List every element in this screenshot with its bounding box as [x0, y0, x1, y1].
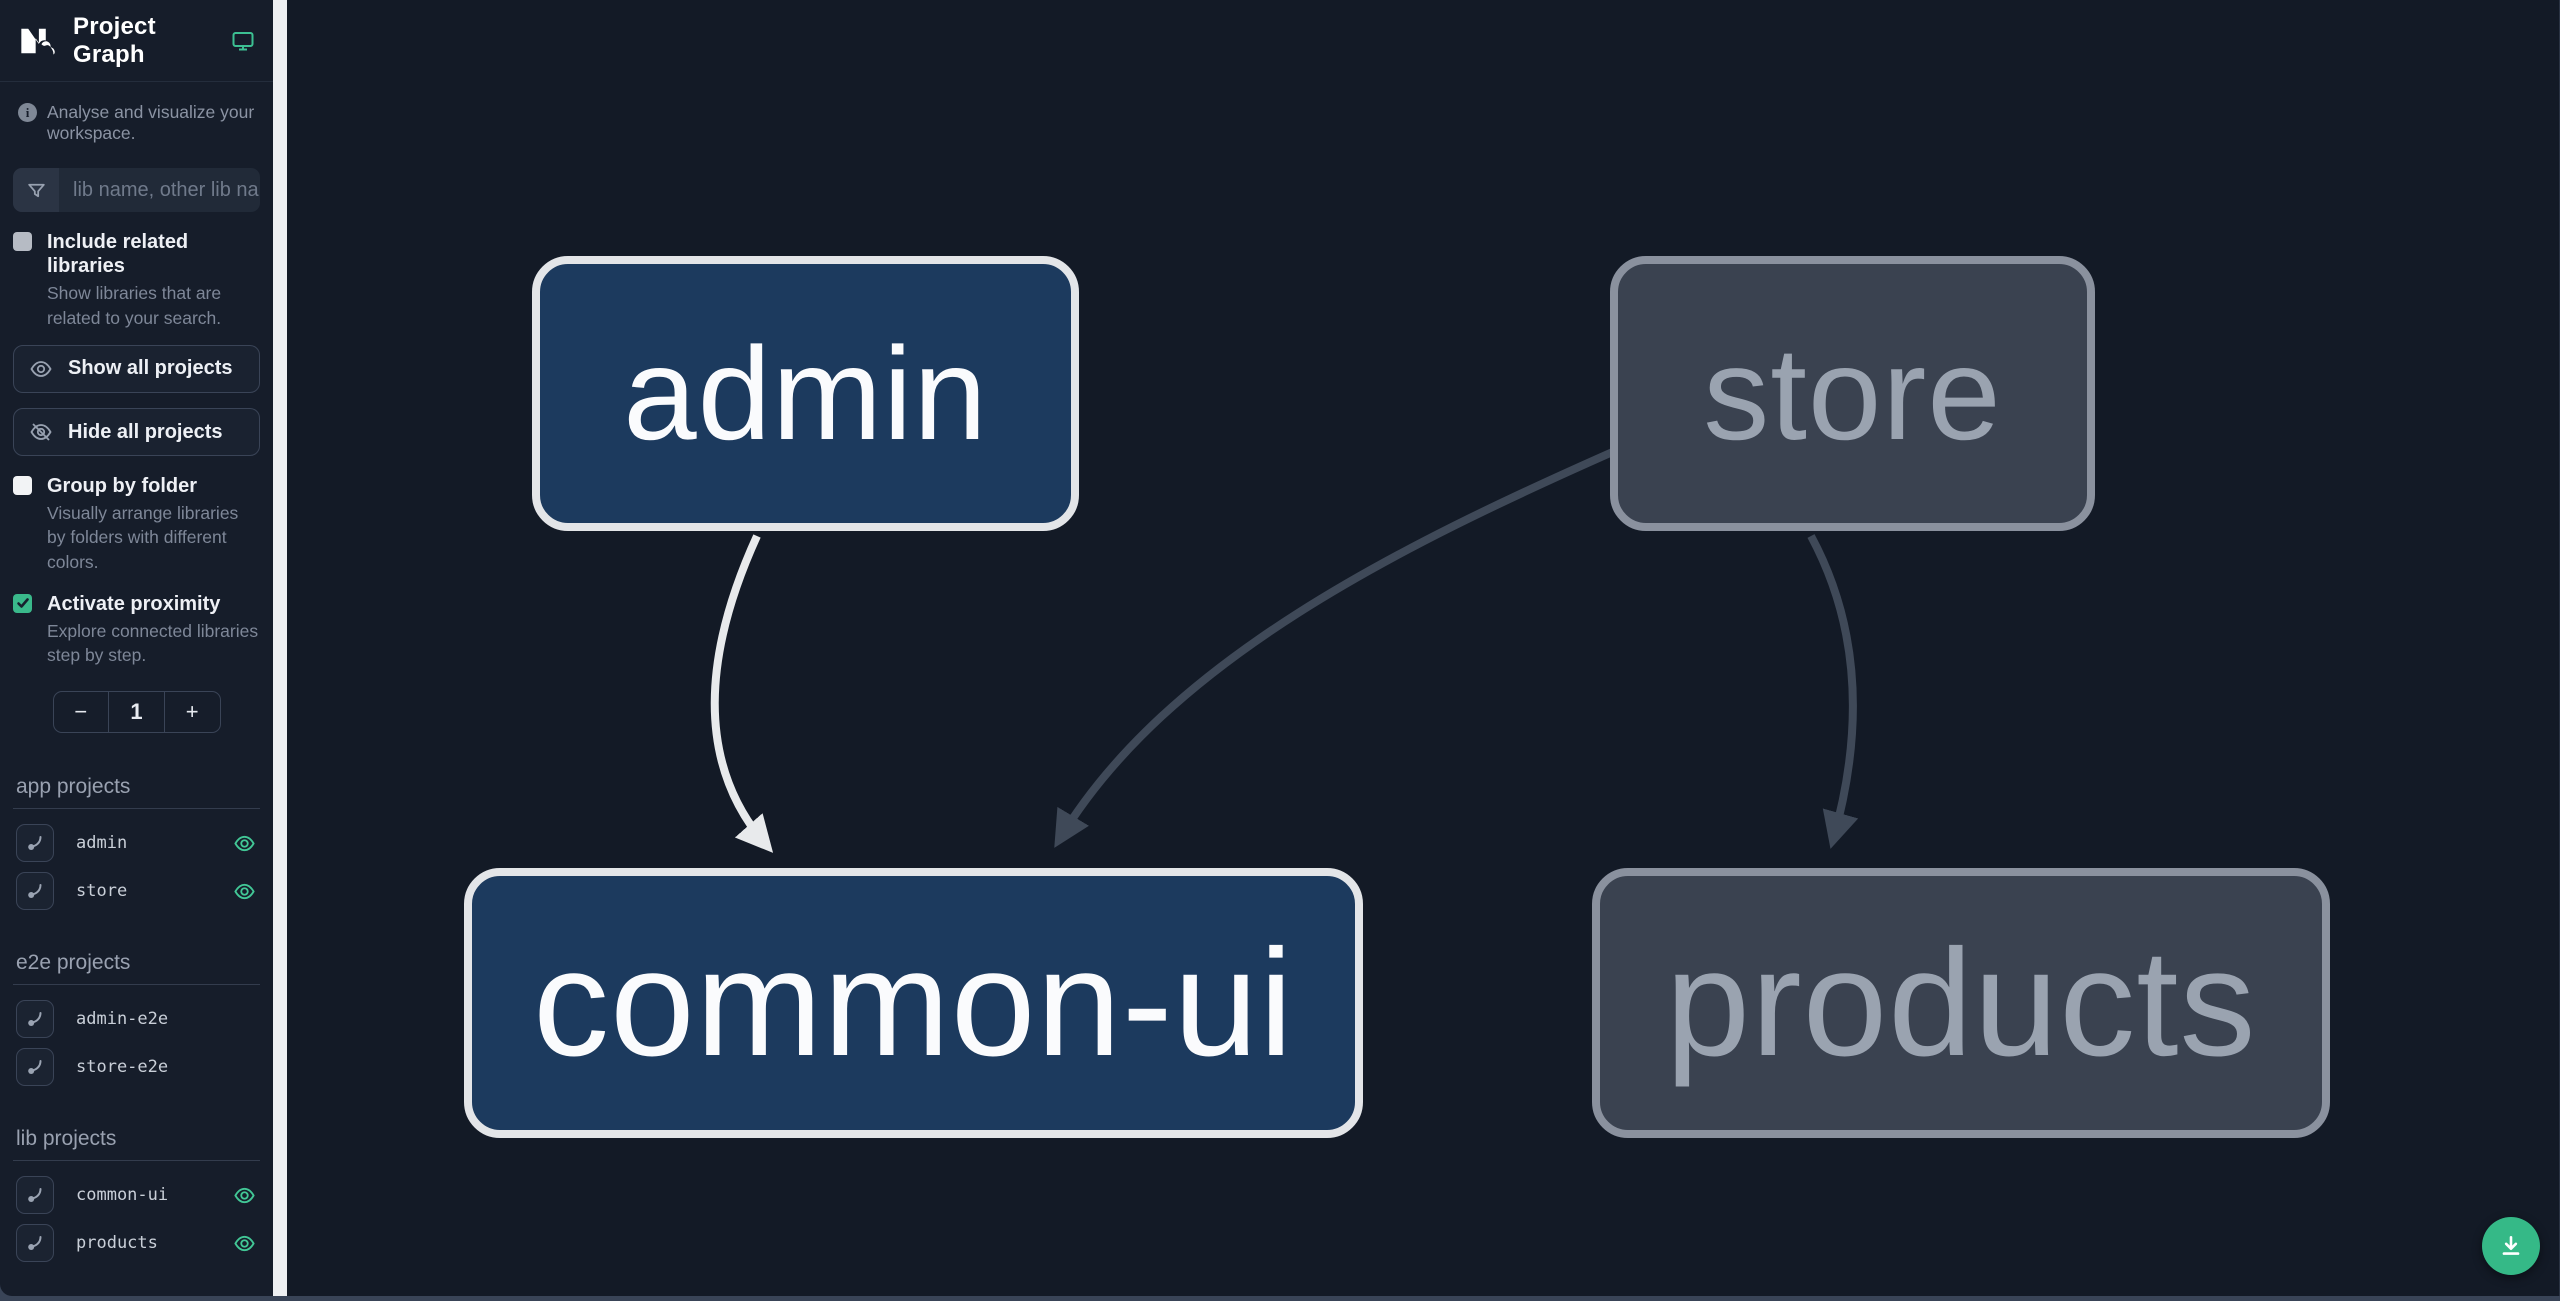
graph-node-label: common-ui: [533, 917, 1294, 1088]
focus-project-button[interactable]: [16, 824, 54, 863]
focus-project-button[interactable]: [16, 1176, 54, 1215]
project-section: lib projects common-ui products: [0, 1127, 273, 1267]
show-all-projects-button[interactable]: Show all projects: [13, 344, 260, 393]
option-activate-proximity: Activate proximity Explore connected lib…: [13, 592, 260, 667]
search-box: [13, 168, 260, 213]
project-name: store: [76, 881, 128, 902]
section-title: app projects: [13, 775, 260, 810]
section-title: lib projects: [13, 1127, 260, 1162]
project-row: store: [13, 867, 260, 915]
graph-node-common-ui[interactable]: common-ui: [464, 868, 1363, 1138]
dependency-edges: [710, 446, 1859, 853]
sidebar-resizer-handle[interactable]: [273, 0, 287, 1296]
proximity-value: 1: [108, 692, 165, 733]
save-graph-image-button[interactable]: [2482, 1217, 2540, 1275]
section-title: e2e projects: [13, 951, 260, 986]
eye-icon: [29, 357, 53, 381]
project-section: e2e projects admin-e2e store-e2e: [0, 951, 273, 1091]
option-label: Activate proximity: [47, 592, 221, 615]
dependency-edge-store-to-products: [1807, 534, 1859, 849]
focus-project-icon: [25, 1009, 45, 1029]
graph-node-label: admin: [623, 320, 988, 467]
focus-project-button[interactable]: [16, 1048, 54, 1087]
option-group-by-folder: Group by folder Visually arrange librari…: [13, 474, 260, 573]
dependency-edge-admin-to-common-ui: [710, 534, 774, 853]
project-name: admin-e2e: [76, 1009, 169, 1030]
project-row: common-ui: [13, 1171, 260, 1219]
visibility-eye-icon[interactable]: [231, 880, 257, 903]
project-name: common-ui: [76, 1185, 169, 1206]
hide-all-label: Hide all projects: [68, 420, 223, 443]
project-row: store-e2e: [13, 1043, 260, 1091]
focus-project-icon: [25, 833, 45, 853]
group-by-folder-checkbox[interactable]: [13, 476, 32, 496]
option-description: Show libraries that are related to your …: [47, 283, 222, 328]
sidebar-header: Project Graph: [0, 0, 273, 82]
proximity-stepper: − 1 +: [52, 691, 221, 734]
project-name: store-e2e: [76, 1057, 169, 1078]
project-row: products: [13, 1219, 260, 1267]
project-row: admin-e2e: [13, 995, 260, 1043]
graph-node-products[interactable]: products: [1592, 868, 2330, 1138]
option-description: Visually arrange libraries by folders wi…: [47, 503, 239, 572]
option-include-related: Include related libraries Show libraries…: [13, 230, 260, 329]
filter-funnel-icon: [13, 168, 59, 213]
focus-project-button[interactable]: [16, 1000, 54, 1039]
focus-project-button[interactable]: [16, 872, 54, 911]
focus-project-icon: [25, 881, 45, 901]
graph-node-label: store: [1703, 320, 2002, 467]
graph-node-label: products: [1665, 917, 2257, 1088]
project-row: admin: [13, 819, 260, 867]
focus-project-icon: [25, 1185, 45, 1205]
tagline-text: Analyse and visualize your workspace.: [47, 102, 255, 143]
info-icon: i: [18, 103, 37, 122]
proximity-decrement-button[interactable]: −: [54, 692, 109, 732]
include-related-checkbox[interactable]: [13, 232, 32, 252]
graph-node-admin[interactable]: admin: [532, 256, 1079, 531]
graph-node-store[interactable]: store: [1610, 256, 2095, 531]
nx-logo: [18, 21, 58, 61]
checkmark-icon: [16, 598, 29, 609]
project-section: app projects admin store: [0, 775, 273, 915]
focus-project-icon: [25, 1057, 45, 1077]
focus-project-button[interactable]: [16, 1224, 54, 1263]
hide-all-projects-button[interactable]: Hide all projects: [13, 407, 260, 457]
download-icon: [2498, 1233, 2524, 1259]
workspace-tagline: i Analyse and visualize your workspace.: [0, 82, 273, 148]
project-name: admin: [76, 833, 128, 854]
visibility-eye-icon[interactable]: [231, 1232, 257, 1255]
option-description: Explore connected libraries step by step…: [47, 620, 259, 665]
eye-off-icon: [29, 420, 53, 444]
activate-proximity-checkbox[interactable]: [13, 593, 32, 613]
option-label: Group by folder: [47, 475, 197, 498]
page-title: Project Graph: [73, 12, 156, 68]
search-input[interactable]: [59, 168, 260, 213]
project-name: products: [76, 1233, 158, 1254]
sidebar: Project Graph i Analyse and visualize yo…: [0, 0, 273, 1296]
graph-canvas[interactable]: admin store common-ui products: [287, 0, 2560, 1296]
visibility-eye-icon[interactable]: [231, 1184, 257, 1207]
monitor-icon: [231, 29, 255, 53]
project-sections: app projects admin store e2e projects admin-…: [0, 775, 273, 1296]
proximity-increment-button[interactable]: +: [165, 692, 220, 732]
visibility-eye-icon[interactable]: [231, 832, 257, 855]
show-all-label: Show all projects: [68, 357, 233, 380]
focus-project-icon: [25, 1233, 45, 1253]
option-label: Include related libraries: [47, 231, 189, 278]
dependency-edge-store-to-common-ui: [1054, 446, 1619, 848]
